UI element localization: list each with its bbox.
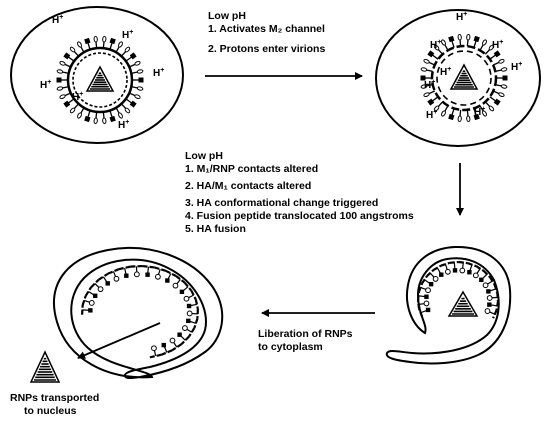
endosome-fused [53, 246, 224, 379]
endosome-2 [375, 9, 541, 147]
proton-label: H+ [153, 67, 164, 79]
step2-label: Low pH 1. M₁/RNP contacts altered 2. HA/… [185, 150, 414, 236]
proton-label: H+ [456, 11, 467, 23]
final-label: RNPs transported to nucleus [10, 392, 99, 418]
step2-item-5: 5. HA fusion [185, 223, 246, 235]
step2-item-1: 1. M₁/RNP contacts altered [185, 163, 319, 175]
proton-label: H+ [424, 79, 435, 91]
endosome-1 [10, 6, 184, 144]
step2-item-2: 2. HA/M₁ contacts altered [185, 180, 312, 192]
proton-label: H+ [72, 91, 83, 103]
rnp-stack-inside [447, 290, 479, 317]
proton-label: H+ [40, 79, 51, 91]
step2-condition: Low pH [185, 150, 223, 162]
proton-label: H+ [474, 106, 485, 118]
step3-line-1: Liberation of RNPs [258, 328, 353, 340]
proton-labels: H+ H+ H+ H+ H+ H+ H+ H+ H+ H+ H+ H+ H+ H+ [40, 11, 522, 131]
proton-label: H+ [492, 39, 503, 51]
proton-label: H+ [52, 14, 63, 26]
proton-label: H+ [511, 61, 522, 73]
proton-label: H+ [122, 29, 133, 41]
step2-item-3: 3. HA conformational change triggered [185, 197, 379, 209]
proton-label: H+ [430, 39, 441, 51]
step1-item-1: 1. Activates M₂ channel [208, 23, 325, 35]
virion-acidified [420, 33, 508, 123]
step2-item-4: 4. Fusion peptide translocated 100 angst… [185, 210, 414, 222]
step1-condition: Low pH [208, 10, 246, 22]
final-line-1: RNPs transported [10, 392, 100, 404]
step1-label: Low pH 1. Activates M₂ channel 2. Proton… [208, 10, 325, 56]
virion-intact [56, 35, 144, 125]
endosome-fusing [385, 245, 512, 365]
arrow-step4 [77, 322, 161, 359]
proton-label: H+ [426, 109, 437, 121]
proton-label: H+ [118, 119, 129, 131]
step1-item-2: 2. Protons enter virions [208, 43, 326, 55]
viral-membrane-fused [81, 264, 199, 359]
viral-membrane-fusing [416, 260, 500, 319]
rnp-stack-released [29, 350, 61, 383]
step3-line-2: to cytoplasm [258, 341, 323, 353]
step3-label: Liberation of RNPs to cytoplasm [258, 328, 353, 354]
proton-label: H+ [440, 66, 451, 78]
final-line-2: to nucleus [24, 405, 77, 417]
